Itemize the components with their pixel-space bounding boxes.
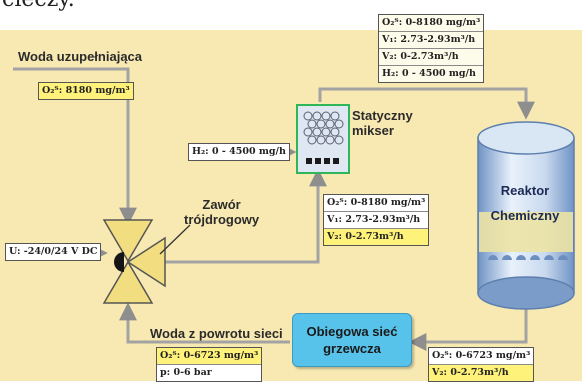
bottom-right-params-box: O₂ᵀ: 0-6723 mg/m³ V₂: 0-2.73m³/h (428, 347, 535, 382)
static-mixer-icon (296, 104, 350, 174)
heating-network-box: Obiegowa sieć grzewcza (292, 313, 412, 367)
make-up-water-label: Woda uzupełniająca (18, 49, 143, 64)
param-row: O₂ᵀ: 0-6723 mg/m³ (429, 348, 534, 364)
h2-input-box: H₂: 0 - 4500 mg/h (188, 143, 290, 161)
param-row: p: 0-6 bar (157, 364, 262, 381)
caption-fragment: cieczy. (2, 0, 75, 12)
valve-label: Zawór trójdrogowy (184, 197, 259, 227)
reactor-labels: Reaktor Chemiczny (475, 118, 575, 296)
return-water-label: Woda z powrotu sieci (150, 326, 283, 341)
param-row: V₂: 0-2.73m³/h (379, 48, 484, 65)
pipe-make-up (13, 67, 137, 226)
pipe-reactor-to-network (408, 300, 528, 351)
reactor-label-line1: Reaktor (500, 183, 550, 198)
return-params-box: O₂ᵀ: 0-6723 mg/m³ p: 0-6 bar (156, 347, 263, 382)
param-row: O₂ᵀ: 0-8180 mg/m³ (324, 195, 429, 211)
param-row: O₂ᵀ: 8180 mg/m³ (39, 83, 133, 99)
static-mixer-label: Statyczny mikser (352, 108, 413, 138)
heating-network-line1: Obiegowa sieć (306, 324, 398, 339)
param-row: O₂ᵀ: 0-6723 mg/m³ (157, 348, 262, 364)
static-mixer-label-line2: mikser (352, 123, 394, 138)
heating-network-line2: grzewcza (323, 341, 381, 356)
make-up-params-box: O₂ᵀ: 8180 mg/m³ (38, 82, 134, 100)
valve-label-line1: Zawór (202, 197, 241, 212)
param-row: H₂: 0 - 4500 mg/h (379, 65, 484, 82)
caption-strip: cieczy. (0, 0, 582, 30)
param-row: V₁: 2.73-2.93m³/h (379, 31, 484, 48)
actuator-icon (114, 252, 124, 272)
pipe-valve-to-mixer (150, 168, 327, 264)
reactor-vessel-icon (477, 121, 575, 310)
pipe-mixer-to-reactor (318, 87, 535, 120)
mid-params-box: O₂ᵀ: 0-8180 mg/m³ V₁: 2.73-2.93m³/h V₂: … (323, 194, 430, 246)
voltage-box: U: -24/0/24 V DC (5, 243, 102, 261)
valve-label-line2: trójdrogowy (184, 212, 260, 227)
param-row: V₂: 0-2.73m³/h (429, 364, 534, 381)
valve-pointer (159, 224, 191, 255)
reactor-label-line2: Chemiczny (490, 208, 560, 223)
param-row: U: -24/0/24 V DC (6, 244, 101, 260)
param-row: H₂: 0 - 4500 mg/h (189, 144, 289, 160)
param-row: V₂: 0-2.73m³/h (324, 228, 429, 245)
top-right-params-box: O₂ᵀ: 0-8180 mg/m³ V₁: 2.73-2.93m³/h V₂: … (378, 14, 485, 83)
param-row: V₁: 2.73-2.93m³/h (324, 211, 429, 228)
static-mixer-label-line1: Statyczny (352, 108, 413, 123)
pipe-return (119, 302, 290, 344)
param-row: O₂ᵀ: 0-8180 mg/m³ (382, 17, 481, 28)
mixer-elements-icon (303, 111, 344, 164)
three-way-valve-icon (102, 219, 166, 304)
